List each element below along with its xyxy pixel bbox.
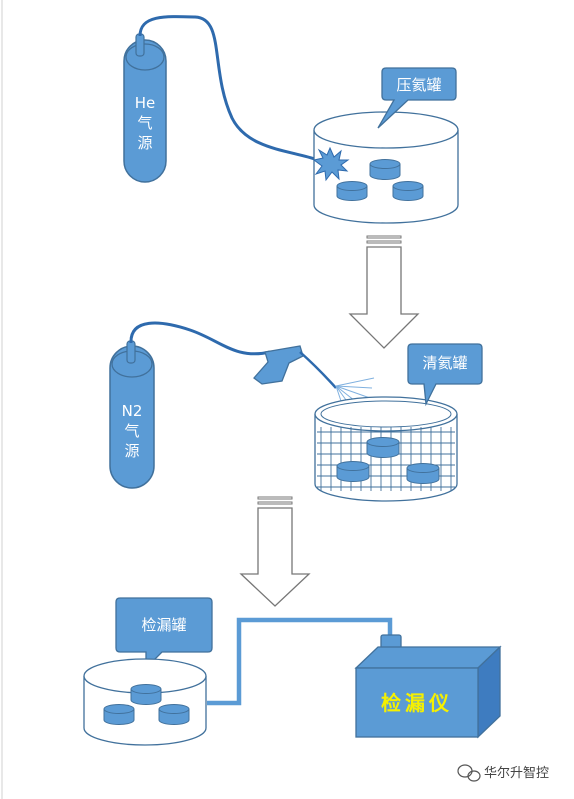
n2-cylinder-valve — [126, 340, 136, 364]
purge-tank — [314, 396, 458, 502]
n2-gas-source: N2 气 源 — [109, 340, 155, 489]
sampling-pipe — [207, 617, 393, 706]
pressure-tank-callout: 压氦罐 — [377, 67, 457, 129]
pressure-tank — [312, 111, 459, 224]
he-cylinder-valve — [135, 33, 145, 57]
he-cylinder-body — [123, 39, 167, 183]
workpiece — [103, 704, 135, 725]
gas-inlet-burst-icon — [312, 146, 350, 182]
workpiece — [336, 461, 370, 482]
leak-tank-callout: 检漏罐 — [115, 597, 213, 670]
pressure-tank-label: 压氦罐 — [396, 76, 441, 94]
leak-detector-front-face — [355, 667, 479, 738]
n2-source-label-1: N2 — [122, 402, 143, 420]
workpiece — [130, 684, 162, 705]
watermark-text: 华尔升智控 — [484, 766, 549, 781]
he-source-label-1: He — [135, 94, 156, 112]
watermark: 华尔升智控 — [457, 764, 549, 782]
leak-tank-label: 检漏罐 — [141, 616, 186, 634]
workpiece — [369, 159, 401, 180]
workpiece — [158, 704, 190, 725]
workpiece — [406, 463, 440, 484]
n2-source-label-2: 气 — [124, 422, 139, 440]
leak-detector-top-face — [354, 646, 502, 669]
purge-tank-label: 清氦罐 — [422, 354, 467, 372]
workpiece — [392, 181, 424, 201]
wechat-icon — [457, 764, 481, 782]
purge-tank-callout: 清氦罐 — [407, 343, 483, 407]
workpiece — [336, 181, 368, 201]
n2-source-label-3: 源 — [124, 442, 139, 460]
he-hose — [138, 15, 319, 162]
he-source-label-2: 气 — [137, 114, 152, 132]
he-gas-source: He 气 源 — [123, 33, 167, 183]
pressure-tank-top — [313, 111, 459, 149]
leak-detector: 检漏仪 — [354, 634, 502, 739]
he-cylinder-shoulder — [125, 43, 165, 71]
flow-arrow-2 — [239, 496, 311, 607]
spray-gun-icon — [253, 345, 337, 389]
he-source-label-3: 源 — [137, 134, 152, 152]
purge-tank-top — [314, 396, 458, 432]
n2-hose — [129, 321, 271, 356]
flow-arrow-1 — [348, 235, 420, 349]
workpiece — [366, 437, 400, 458]
leak-detector-label: 检漏仪 — [381, 691, 453, 715]
leak-tank — [83, 658, 207, 746]
